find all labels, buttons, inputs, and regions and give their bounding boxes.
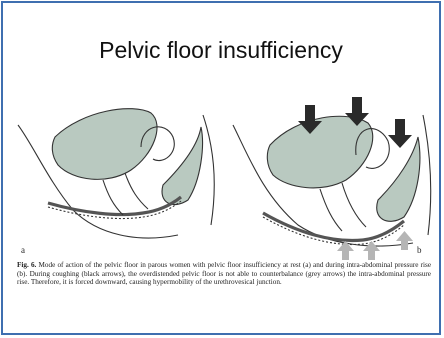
grey-arrows [337, 231, 413, 260]
caption-text: Mode of action of the pelvic floor in pa… [17, 261, 431, 286]
slide-title: Pelvic floor insufficiency [3, 37, 439, 64]
anatomical-figure: a b Fig. 6. Mode of action of the pelvic… [13, 85, 433, 297]
panel-a-label: a [21, 245, 25, 255]
black-arrow-3 [388, 119, 412, 148]
caption-lead: Fig. 6. [17, 261, 36, 269]
figure-caption: Fig. 6. Mode of action of the pelvic flo… [17, 261, 431, 287]
panel-b-label: b [417, 245, 422, 255]
grey-arrow-2 [363, 241, 380, 260]
slide: Pelvic floor insufficiency [1, 1, 441, 335]
panel-a-drawing [18, 109, 214, 238]
grey-arrow-3 [396, 231, 413, 250]
pelvic-floor-illustration [13, 85, 433, 265]
